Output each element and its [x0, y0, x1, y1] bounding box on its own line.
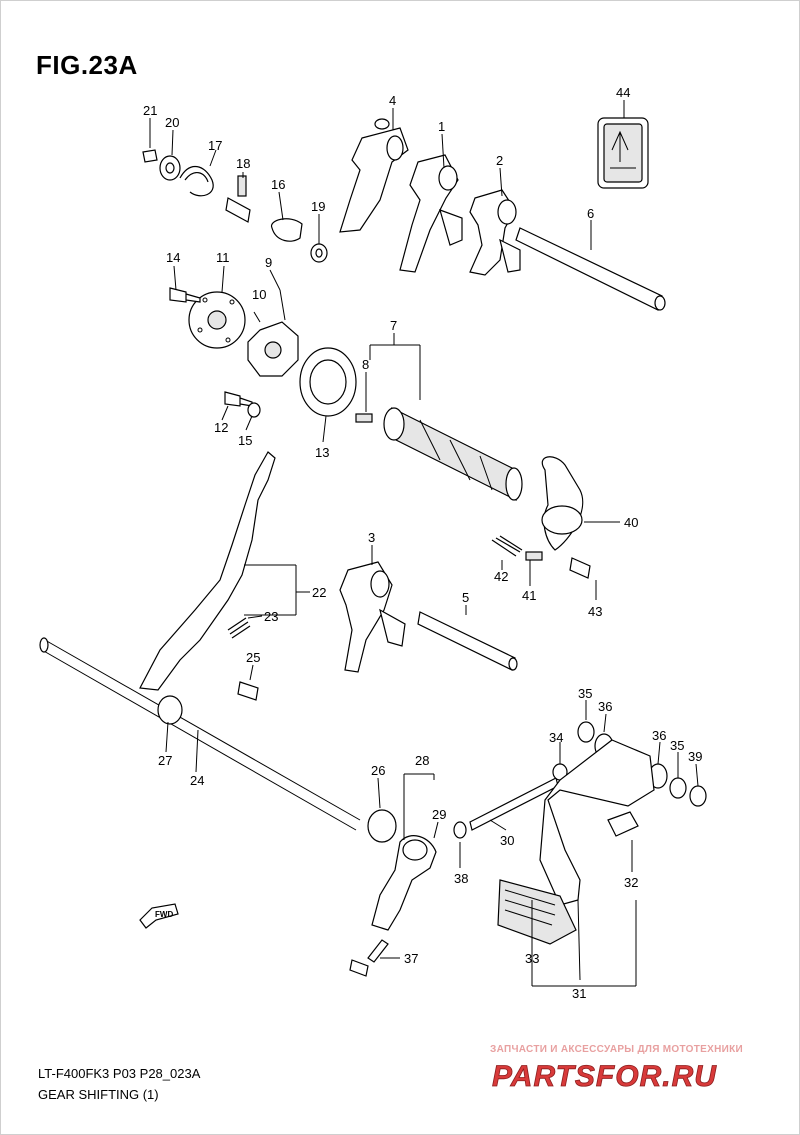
- callout-25: 25: [246, 650, 260, 665]
- spring-23: [227, 617, 251, 639]
- callout-9: 9: [265, 255, 272, 270]
- washer-15: [247, 402, 261, 418]
- callout-35b: 35: [670, 738, 684, 753]
- bolt-37: [349, 939, 389, 977]
- callout-43: 43: [588, 604, 602, 619]
- callout-39: 39: [688, 749, 702, 764]
- callout-32: 32: [624, 875, 638, 890]
- callout-17: 17: [208, 138, 222, 153]
- callout-22: 22: [312, 585, 326, 600]
- watermark-logo: PARTSFOR.RU: [492, 1060, 717, 1094]
- callout-10: 10: [252, 287, 266, 302]
- cam-driven-gear-9: [247, 321, 299, 377]
- callout-16: 16: [271, 177, 285, 192]
- callout-11: 11: [216, 250, 230, 265]
- callout-38: 38: [454, 871, 468, 886]
- bolt-43: [569, 557, 591, 579]
- gear-shift-lever-31: [497, 739, 655, 945]
- shift-fork-2: [469, 189, 521, 276]
- callout-31: 31: [572, 986, 586, 1001]
- callout-5: 5: [462, 590, 469, 605]
- figure-caption: GEAR SHIFTING (1): [38, 1087, 159, 1102]
- oil-seal-27: [157, 695, 183, 725]
- fwd-arrow-icon: FWD: [139, 903, 179, 929]
- callout-41: 41: [522, 588, 536, 603]
- shift-arm-28: [371, 835, 437, 931]
- callout-14: 14: [166, 250, 180, 265]
- callout-36: 36: [598, 699, 612, 714]
- shift-fork-4: [339, 118, 409, 233]
- callout-24: 24: [190, 773, 204, 788]
- leader-lines: [149, 100, 699, 987]
- bolt-32: [607, 811, 639, 837]
- callout-40: 40: [624, 515, 638, 530]
- callout-37: 37: [404, 951, 418, 966]
- callout-35: 35: [578, 686, 592, 701]
- spring-42: [491, 535, 523, 557]
- callout-33: 33: [525, 951, 539, 966]
- gear-shift-shaft-22: [39, 451, 361, 831]
- model-code: LT-F400FK3 P03 P28_023A: [38, 1066, 201, 1081]
- callout-7: 7: [390, 318, 397, 333]
- callout-13: 13: [315, 445, 329, 460]
- callout-30: 30: [500, 833, 514, 848]
- cam-guide-40: [541, 456, 584, 551]
- callout-29: 29: [432, 807, 446, 822]
- circlip-39: [689, 785, 707, 807]
- callout-1: 1: [438, 119, 445, 134]
- bearing-13: [299, 347, 357, 417]
- watermark-subtitle: ЗАПЧАСТИ И АКСЕССУАРЫ ДЛЯ МОТОТЕХНИКИ: [490, 1044, 743, 1055]
- nut-38: [453, 821, 467, 839]
- pin-41: [525, 551, 543, 561]
- pin-8: [355, 413, 373, 423]
- watermark-brand: PARTSFOR.RU: [492, 1060, 717, 1093]
- washer-35b: [669, 777, 687, 799]
- gear-shift-cam-7: [383, 406, 523, 502]
- callout-8: 8: [362, 357, 369, 372]
- callout-28: 28: [415, 753, 429, 768]
- bolt-12: [224, 391, 253, 407]
- fwd-label: FWD: [155, 910, 173, 919]
- shift-fork-3: [339, 561, 406, 673]
- bolt-14: [169, 287, 201, 303]
- callout-6: 6: [587, 206, 594, 221]
- callout-27: 27: [158, 753, 172, 768]
- figure-title: FIG.23A: [36, 50, 138, 80]
- small-hardware: [142, 149, 328, 263]
- washer-35: [577, 721, 595, 743]
- callout-26: 26: [371, 763, 385, 778]
- fork-shaft-6: [515, 227, 666, 311]
- bolt-25: [237, 681, 259, 701]
- callout-labels: 21 20 17 18 16 19 4 1 2 6 44 14 11 9 10 …: [143, 85, 702, 1001]
- callout-44: 44: [616, 85, 630, 100]
- fork-shaft-5: [417, 611, 518, 671]
- callout-42: 42: [494, 569, 508, 584]
- parking-decal-44: [597, 117, 649, 189]
- callout-3: 3: [368, 530, 375, 545]
- callout-19: 19: [311, 199, 325, 214]
- callout-4: 4: [389, 93, 396, 108]
- callout-36b: 36: [652, 728, 666, 743]
- callout-18: 18: [236, 156, 250, 171]
- callout-2: 2: [496, 153, 503, 168]
- callout-21: 21: [143, 103, 157, 118]
- cam-stopper-plate-11: [188, 291, 246, 349]
- callout-12: 12: [214, 420, 228, 435]
- bearing-26: [367, 809, 397, 843]
- shift-fork-1: [399, 154, 463, 273]
- callout-20: 20: [165, 115, 179, 130]
- callout-34: 34: [549, 730, 563, 745]
- callout-23: 23: [264, 609, 278, 624]
- callout-15: 15: [238, 433, 252, 448]
